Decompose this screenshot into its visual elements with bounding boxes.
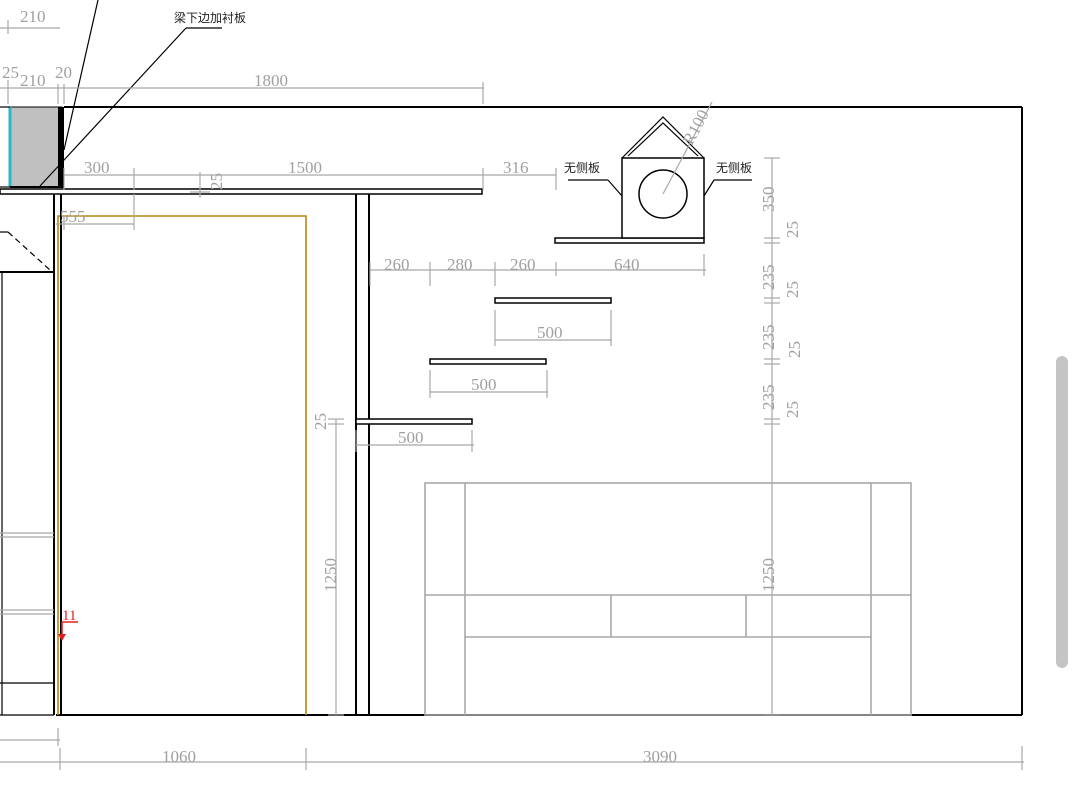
cat-house: [621, 101, 713, 239]
dim-bottom-3090: 3090: [643, 747, 677, 766]
dim-300: 300: [84, 158, 110, 177]
top-shelf: [0, 188, 483, 195]
note-no-side-left: 无侧板: [564, 161, 600, 175]
door-frame: [57, 194, 307, 715]
shelf-3: [494, 297, 612, 304]
dim-v-235b: 235: [759, 325, 778, 351]
dim-left-210: 210: [20, 71, 46, 90]
divider-panel: [355, 194, 370, 715]
dim-v-25c: 25: [785, 341, 804, 358]
dim-v-25a: 25: [783, 221, 802, 238]
beam-section: [0, 106, 64, 188]
dim-left-25: 25: [2, 63, 19, 82]
dim-v-235c: 235: [759, 385, 778, 411]
dim-shelf-500c: 500: [398, 428, 424, 447]
dim-v-1250-right: 1250: [759, 558, 778, 592]
dim-v-25-left: 25: [311, 413, 330, 430]
dimension-lines: [0, 20, 1024, 770]
dim-top-210: 210: [20, 7, 46, 26]
note-beam-liner: 梁下边加衬板: [174, 10, 246, 25]
dim-shelf-25: 25: [207, 173, 226, 190]
section-mark: 11: [58, 608, 78, 641]
dim-left-20: 20: [55, 63, 72, 82]
section-mark-number: 11: [62, 608, 76, 624]
left-cabinet: [0, 194, 55, 716]
note-no-side-right: 无侧板: [716, 161, 752, 175]
dim-shelf-500b: 500: [471, 375, 497, 394]
dim-555: 555: [60, 207, 86, 226]
dim-v-350: 350: [759, 187, 778, 213]
dim-step-260b: 260: [510, 255, 536, 274]
dimension-text: 210 25 210 20 1800 300 1500 25 316 R100 …: [2, 7, 804, 766]
dim-v-235a: 235: [759, 265, 778, 291]
leader-lines: [39, 0, 752, 197]
dim-v-25b: 25: [783, 281, 802, 298]
dim-v-1250-left: 1250: [321, 558, 340, 592]
dim-v-25d: 25: [783, 401, 802, 418]
annotation-notes: 梁下边加衬板 无侧板 无侧板: [174, 10, 752, 175]
sofa-outline: [424, 482, 912, 716]
dim-1500: 1500: [288, 158, 322, 177]
dim-top-1800: 1800: [254, 71, 288, 90]
dim-step-260a: 260: [384, 255, 410, 274]
dim-radius: R100: [679, 106, 713, 147]
wall-outline: [56, 106, 1023, 716]
dim-shelf-500a: 500: [537, 323, 563, 342]
dim-bottom-1060: 1060: [162, 747, 196, 766]
dim-316: 316: [503, 158, 529, 177]
vertical-scrollbar[interactable]: [1056, 356, 1068, 668]
shelf-1: [355, 418, 473, 425]
dim-step-280: 280: [447, 255, 473, 274]
dim-shelf-640: 640: [614, 255, 640, 274]
shelf-2: [429, 358, 547, 365]
